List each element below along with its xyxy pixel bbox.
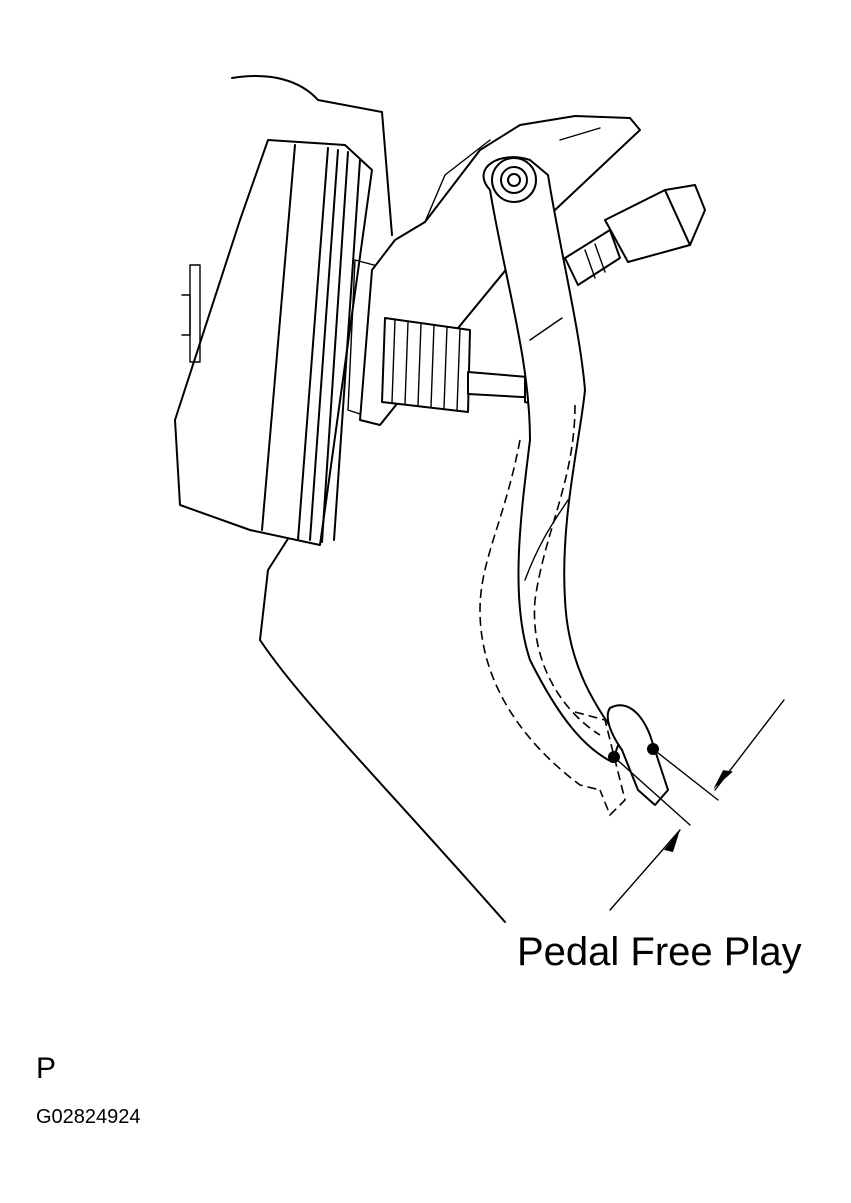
pedal-free-play-label: Pedal Free Play <box>517 930 802 974</box>
brake-pedal-arm <box>482 156 621 763</box>
pedal-pad <box>606 704 669 806</box>
depressed-pedal-dashed <box>479 404 626 817</box>
view-letter: P <box>36 1052 57 1085</box>
brake-booster <box>174 139 386 546</box>
dash-panel-outline <box>231 75 506 923</box>
stop-light-switch <box>564 184 706 286</box>
figure-code: G02824924 <box>36 1106 141 1128</box>
free-play-dimension <box>609 699 785 911</box>
